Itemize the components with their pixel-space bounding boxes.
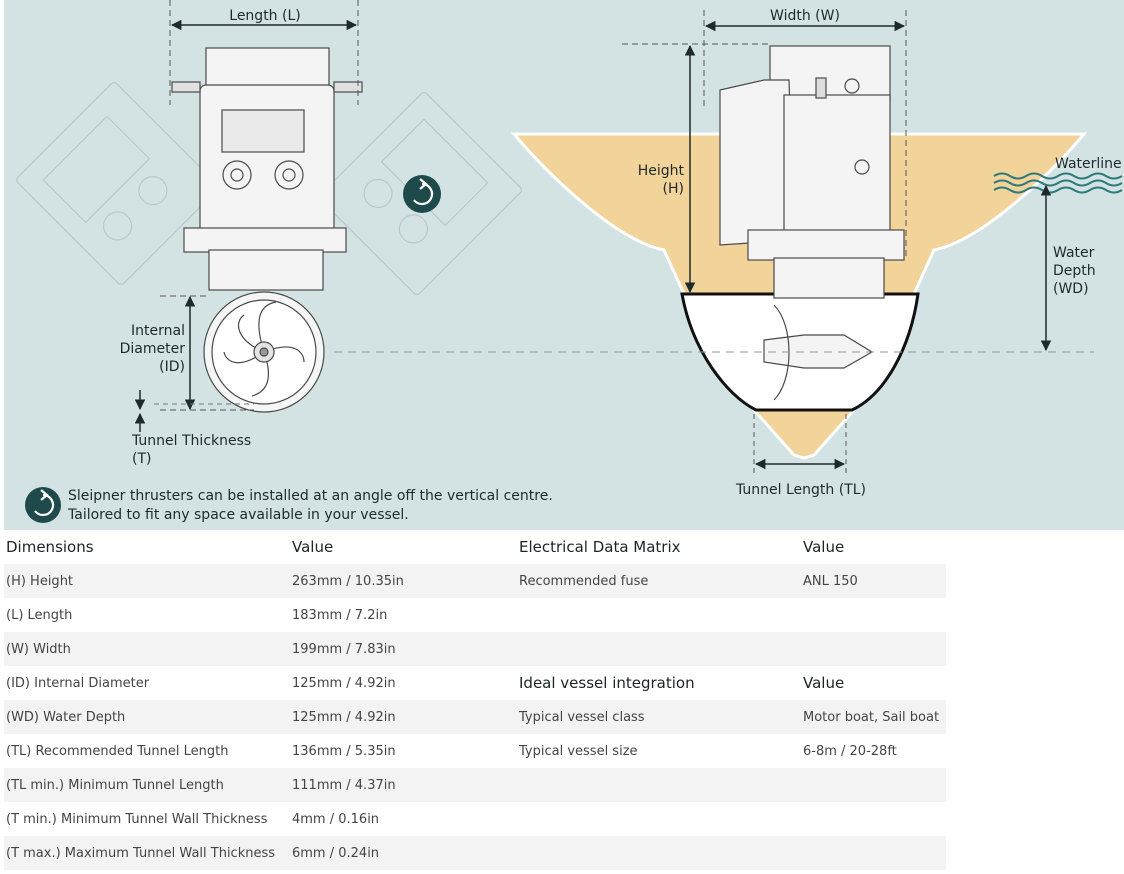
specifications-section: Dimensions Value (H) Height 263mm / 10.35… (4, 530, 1124, 874)
row-value: 6-8m / 20-28ft (803, 743, 897, 759)
electrical-header-row: Electrical Data Matrix Value (516, 530, 946, 564)
vessel-header-row: Ideal vessel integration Value (516, 666, 946, 700)
row-key: (T max.) Maximum Tunnel Wall Thickness (6, 845, 276, 861)
spacer-row (516, 632, 946, 666)
diagram-background (4, 0, 1124, 530)
table-row: (W) Width 199mm / 7.83in (4, 632, 519, 666)
spacer-row (516, 836, 946, 870)
row-key: (H) Height (6, 573, 74, 589)
row-key: (TL) Recommended Tunnel Length (6, 743, 229, 759)
electrical-and-vessel-tables: Electrical Data Matrix Value Recommended… (516, 530, 946, 870)
row-key: (W) Width (6, 641, 71, 657)
electrical-header: Electrical Data Matrix (519, 538, 681, 556)
height-label-line2: (H) (663, 181, 684, 197)
ghost-thruster-left (16, 82, 220, 286)
vessel-value-header: Value (803, 674, 845, 692)
table-row: Recommended fuse ANL 150 (516, 564, 946, 598)
table-row: (TL) Recommended Tunnel Length 136mm / 5.… (4, 734, 519, 768)
row-value: 111mm / 4.37in (292, 777, 396, 793)
id-label-line1: Internal (131, 323, 185, 339)
waterline-wave-icon (993, 172, 1123, 194)
row-value: 125mm / 4.92in (292, 709, 396, 725)
row-value: 125mm / 4.92in (292, 675, 396, 691)
tunnel-length-label: Tunnel Length (TL) (735, 482, 866, 498)
dimensions-header: Dimensions (6, 538, 94, 556)
spacer-row (516, 598, 946, 632)
row-key: Recommended fuse (519, 573, 649, 589)
electrical-value-header: Value (803, 538, 845, 556)
water-depth-label-line2: Depth (1053, 263, 1096, 279)
row-key: (L) Length (6, 607, 73, 623)
row-value: Motor boat, Sail boat (803, 709, 940, 725)
dimensions-value-header: Value (292, 538, 334, 556)
row-key: (WD) Water Depth (6, 709, 126, 725)
row-key: Typical vessel size (519, 743, 638, 759)
row-key: (T min.) Minimum Tunnel Wall Thickness (6, 811, 268, 827)
dimensions-header-row: Dimensions Value (4, 530, 519, 564)
row-value: 6mm / 0.24in (292, 845, 380, 861)
thruster-front-view (171, 47, 363, 413)
thruster-dimension-diagram: Length (L) Internal Diameter (ID) Tunnel… (4, 0, 1124, 530)
tunnel-thickness-label-line2: (T) (132, 451, 151, 467)
table-row: (T min.) Minimum Tunnel Wall Thickness 4m… (4, 802, 519, 836)
install-note-line1: Sleipner thrusters can be installed at a… (68, 488, 553, 504)
spacer-row (516, 768, 946, 802)
row-value: 263mm / 10.35in (292, 573, 404, 589)
install-angle-note-icon (25, 487, 61, 523)
spacer-row (516, 802, 946, 836)
table-row: Typical vessel class Motor boat, Sail boa… (516, 700, 946, 734)
width-label: Width (W) (770, 8, 840, 24)
rotate-angle-icon (403, 175, 441, 213)
table-row: (T max.) Maximum Tunnel Wall Thickness 6m… (4, 836, 519, 870)
length-label: Length (L) (229, 8, 300, 24)
row-value: 183mm / 7.2in (292, 607, 388, 623)
row-key: Typical vessel class (519, 709, 645, 725)
thruster-side-view (719, 45, 905, 401)
id-label-line2: Diameter (120, 341, 186, 357)
row-value: 199mm / 7.83in (292, 641, 396, 657)
row-key: (TL min.) Minimum Tunnel Length (6, 777, 224, 793)
dimensions-table: Dimensions Value (H) Height 263mm / 10.35… (4, 530, 519, 870)
tunnel-thickness-label-line1: Tunnel Thickness (131, 433, 251, 449)
height-label-line1: Height (638, 163, 685, 179)
water-depth-label-line1: Water (1053, 245, 1095, 261)
vessel-header: Ideal vessel integration (519, 674, 695, 692)
water-depth-label-line3: (WD) (1053, 281, 1089, 297)
install-note-line2: Tailored to fit any space available in y… (67, 507, 409, 523)
table-row: (WD) Water Depth 125mm / 4.92in (4, 700, 519, 734)
table-row: Typical vessel size 6-8m / 20-28ft (516, 734, 946, 768)
row-value: 4mm / 0.16in (292, 811, 380, 827)
row-value: 136mm / 5.35in (292, 743, 396, 759)
table-row: (H) Height 263mm / 10.35in (4, 564, 519, 598)
table-row: (TL min.) Minimum Tunnel Length 111mm / 4… (4, 768, 519, 802)
table-row: (L) Length 183mm / 7.2in (4, 598, 519, 632)
waterline-label: Waterline (1055, 156, 1122, 172)
id-label-line3: (ID) (159, 359, 185, 375)
row-key: (ID) Internal Diameter (6, 675, 150, 691)
table-row: (ID) Internal Diameter 125mm / 4.92in (4, 666, 519, 700)
row-value: ANL 150 (803, 573, 858, 589)
